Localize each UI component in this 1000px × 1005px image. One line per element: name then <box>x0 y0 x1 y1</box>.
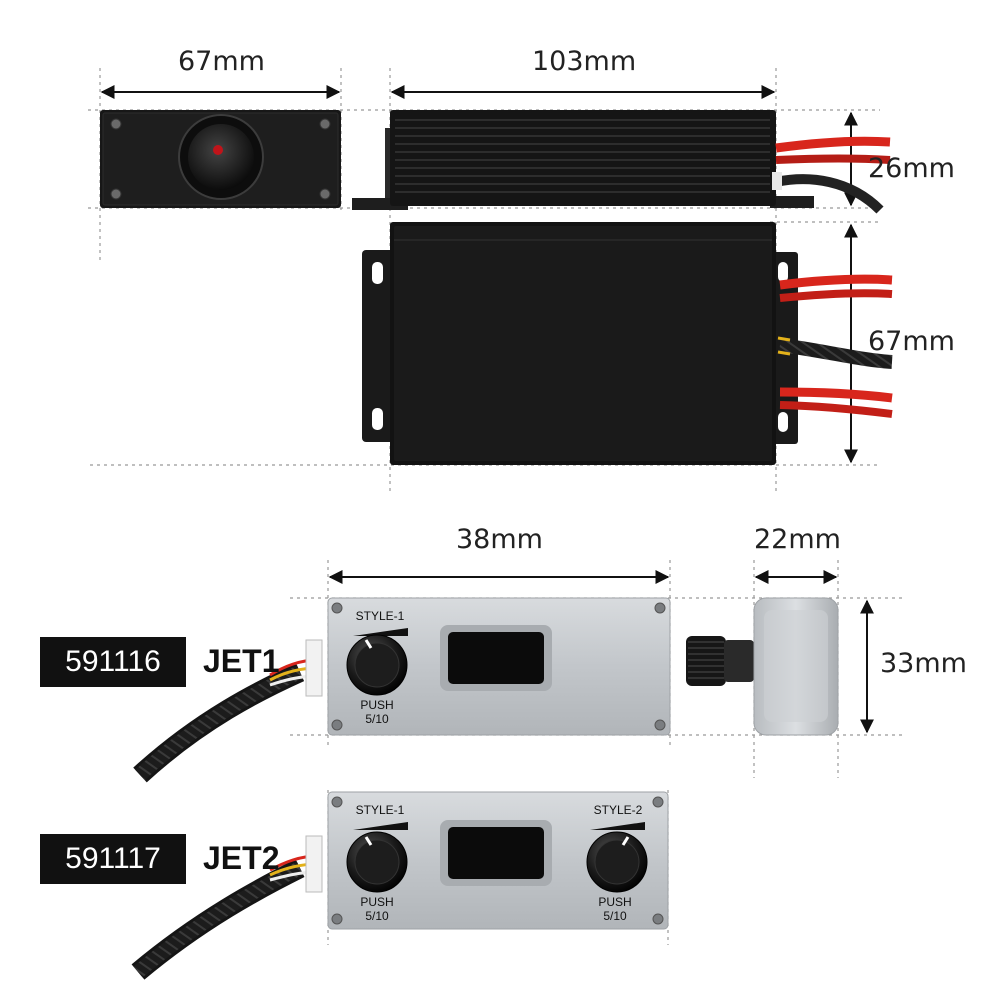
module-width-label: 67mm <box>868 326 955 357</box>
module-height-label: 26mm <box>868 153 955 184</box>
product-name-label: JET2 <box>203 840 280 876</box>
knob-push-value: 5/10 <box>365 909 389 923</box>
knob-side-view <box>686 597 839 736</box>
knob-push-label: PUSH <box>360 895 394 909</box>
controller-width-label: 38mm <box>456 524 543 555</box>
wire-red-icon <box>775 136 891 153</box>
jet2-controller <box>131 791 669 980</box>
knob-style-label: STYLE-2 <box>593 803 643 817</box>
screw-icon <box>331 796 664 925</box>
wire-black-icon <box>779 338 893 369</box>
model-number-badge: 591117 <box>40 834 186 884</box>
switch-box <box>100 110 341 208</box>
knob-push-value: 5/10 <box>603 909 627 923</box>
screw-icon <box>331 602 666 731</box>
controller-height-label: 33mm <box>880 648 967 679</box>
switch-width-label: 67mm <box>178 46 265 77</box>
wire-red-icon <box>779 387 893 403</box>
jet1-controller <box>133 597 671 783</box>
knob-style-label: STYLE-1 <box>355 609 405 623</box>
knob-push-label: PUSH <box>598 895 632 909</box>
knob-push-label: PUSH <box>360 698 394 712</box>
model-number-badge: 591116 <box>40 637 186 687</box>
indicator-light-icon <box>213 145 223 155</box>
module-side-view <box>352 110 891 214</box>
knob-style-label: STYLE-1 <box>355 803 405 817</box>
module-top-view <box>362 222 893 465</box>
module-length-label: 103mm <box>532 46 637 77</box>
wire-red-icon <box>779 274 893 290</box>
screw-icon <box>110 118 331 200</box>
knob-depth-label: 22mm <box>754 524 841 555</box>
product-name-label: JET1 <box>203 643 280 679</box>
wire-black-icon <box>774 174 884 214</box>
knob-push-value: 5/10 <box>365 712 389 726</box>
